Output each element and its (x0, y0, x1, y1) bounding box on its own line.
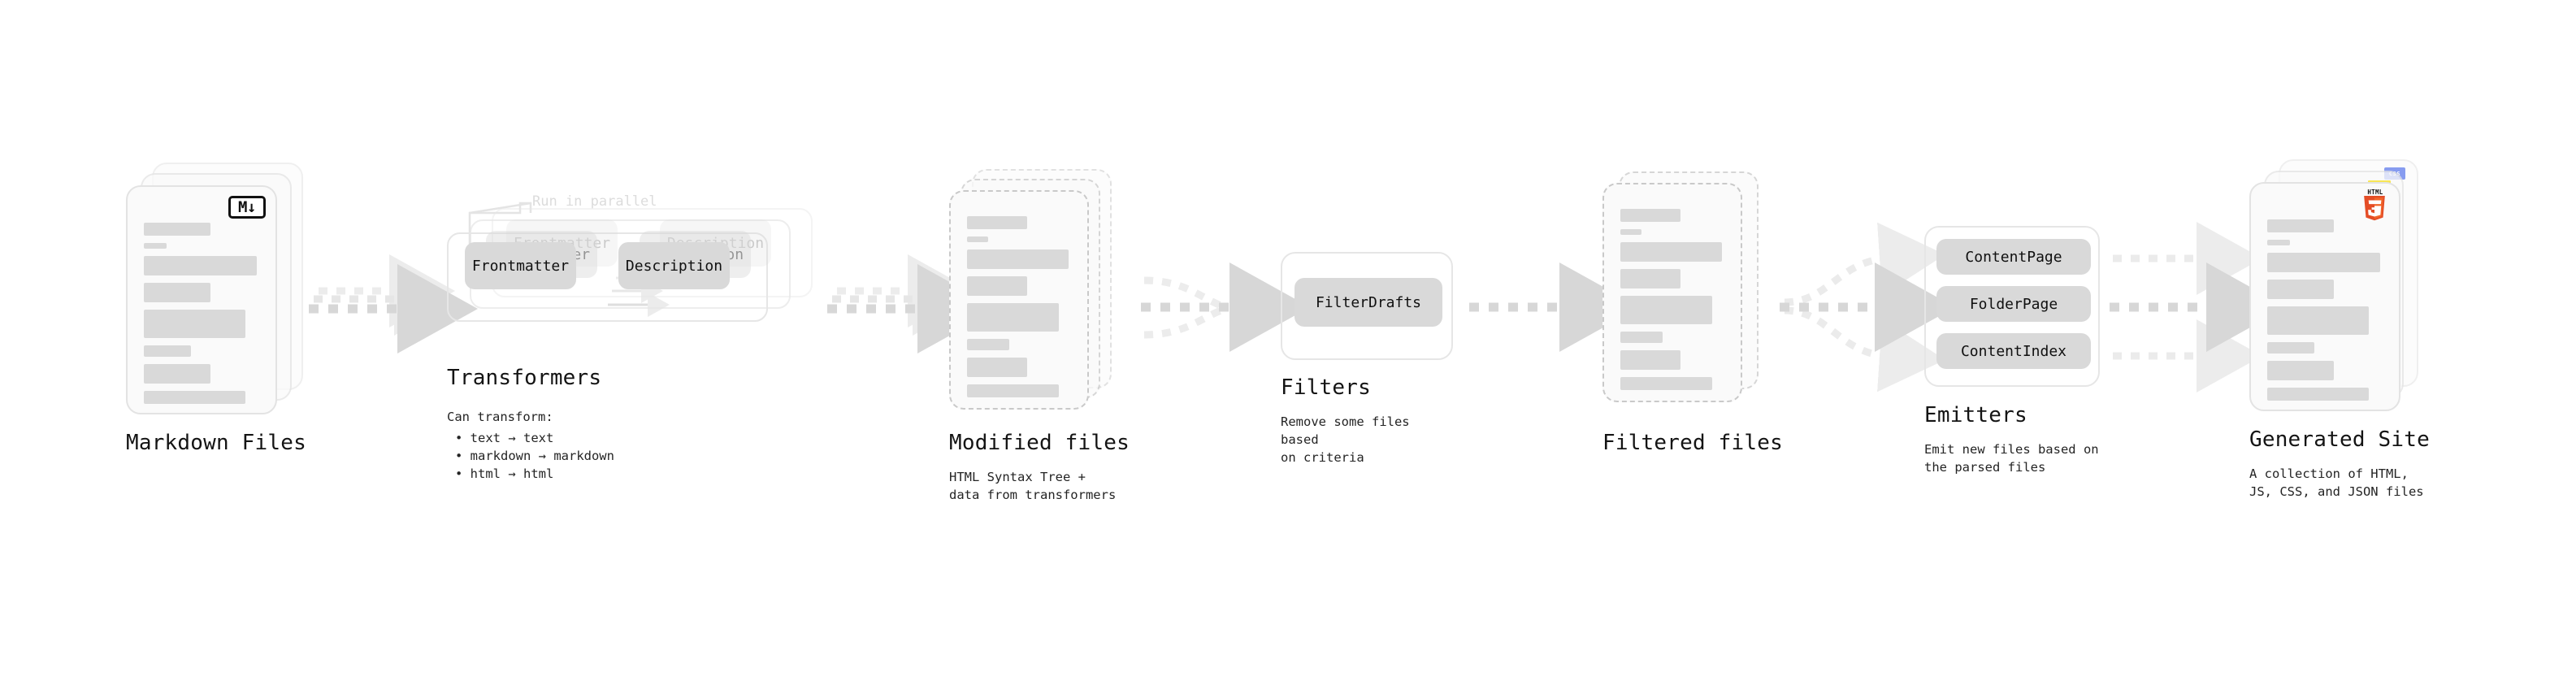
transformers-box-stack: Frontmatter Frontmatter Frontmatter Desc… (447, 195, 829, 322)
modified-card-lines (967, 216, 1071, 405)
html5-icon-shield (2364, 196, 2385, 221)
filtered-card-front (1602, 183, 1742, 402)
filtered-card-stack (1602, 169, 1789, 413)
stage-title-generated-site: Generated Site (2249, 427, 2430, 452)
html5-icon: HTML (2361, 189, 2389, 223)
markdown-icon-letter: M (238, 198, 247, 216)
plugin-pill-description[interactable]: Description (618, 242, 730, 289)
connector-modified-to-filters (1141, 262, 1310, 352)
transform-item-text: text → text (455, 429, 614, 447)
stage-title-markdown-files: Markdown Files (126, 431, 306, 455)
transform-item-markdown: markdown → markdown (455, 447, 614, 465)
generated-card-stack: CSS HTML (2249, 159, 2452, 419)
plugin-pill-contentpage[interactable]: ContentPage (1936, 239, 2091, 275)
modified-card-stack (949, 169, 1136, 413)
stage-title-transformers: Transformers (447, 366, 602, 390)
emitters-caption: Emit new files based on the parsed files (1924, 442, 2099, 475)
modified-files-caption: HTML Syntax Tree + data from transformer… (949, 470, 1117, 502)
markdown-card-lines (144, 223, 259, 411)
transform-item-html: html → html (455, 465, 614, 483)
connector-transformers-to-modified (827, 254, 998, 354)
plugin-pill-frontmatter[interactable]: Frontmatter (465, 242, 576, 289)
generated-card-front: HTML (2249, 182, 2400, 411)
stage-emitters: ContentPage FolderPage ContentIndex Emit… (1924, 226, 2100, 475)
plugin-pill-contentindex[interactable]: ContentIndex (1936, 333, 2091, 369)
stage-modified-files: Modified files HTML Syntax Tree + data f… (949, 169, 1136, 502)
plugin-pill-filterdrafts[interactable]: FilterDrafts (1295, 278, 1442, 327)
stage-title-filters: Filters (1281, 375, 1371, 400)
connector-filtered-to-emitters (1780, 222, 1955, 393)
markdown-icon: M↓ (228, 196, 266, 219)
generated-site-caption: A collection of HTML, JS, CSS, and JSON … (2249, 466, 2424, 499)
markdown-card-front: M↓ (126, 185, 277, 414)
plugin-pill-folderpage[interactable]: FolderPage (1936, 286, 2091, 322)
stage-filtered-files: Filtered files (1602, 169, 1789, 455)
transformers-caption-intro: Can transform: (447, 410, 553, 424)
stage-title-modified-files: Modified files (949, 431, 1130, 455)
transformer-box-front (447, 232, 768, 322)
connector-emitters-to-site (2110, 222, 2287, 393)
generated-card-lines (2267, 219, 2383, 408)
transformers-caption-list: text → text markdown → markdown html → h… (455, 429, 614, 483)
filtered-card-lines (1620, 209, 1724, 397)
html5-icon-wordmark: HTML (2367, 189, 2383, 196)
filters-caption: Remove some files based on criteria (1281, 414, 1410, 465)
emitters-box: ContentPage FolderPage ContentIndex (1924, 226, 2100, 387)
run-in-parallel-label: Run in parallel (532, 193, 657, 210)
stage-filters: FilterDrafts Filters Remove some files b… (1281, 252, 1453, 465)
filters-box: FilterDrafts (1281, 252, 1453, 360)
stage-generated-site: CSS HTML (2249, 159, 2452, 499)
markdown-icon-arrow: ↓ (247, 198, 256, 216)
connector-md-to-transformers (309, 254, 478, 354)
modified-card-front (949, 190, 1089, 410)
stage-title-emitters: Emitters (1924, 403, 2027, 427)
markdown-card-stack: M↓ (126, 163, 313, 414)
stage-markdown-files: M↓ Markdown Files (126, 163, 313, 455)
stage-title-filtered-files: Filtered files (1602, 431, 1783, 455)
stage-transformers: Run in parallel Frontmatter Frontmatter … (447, 193, 829, 481)
